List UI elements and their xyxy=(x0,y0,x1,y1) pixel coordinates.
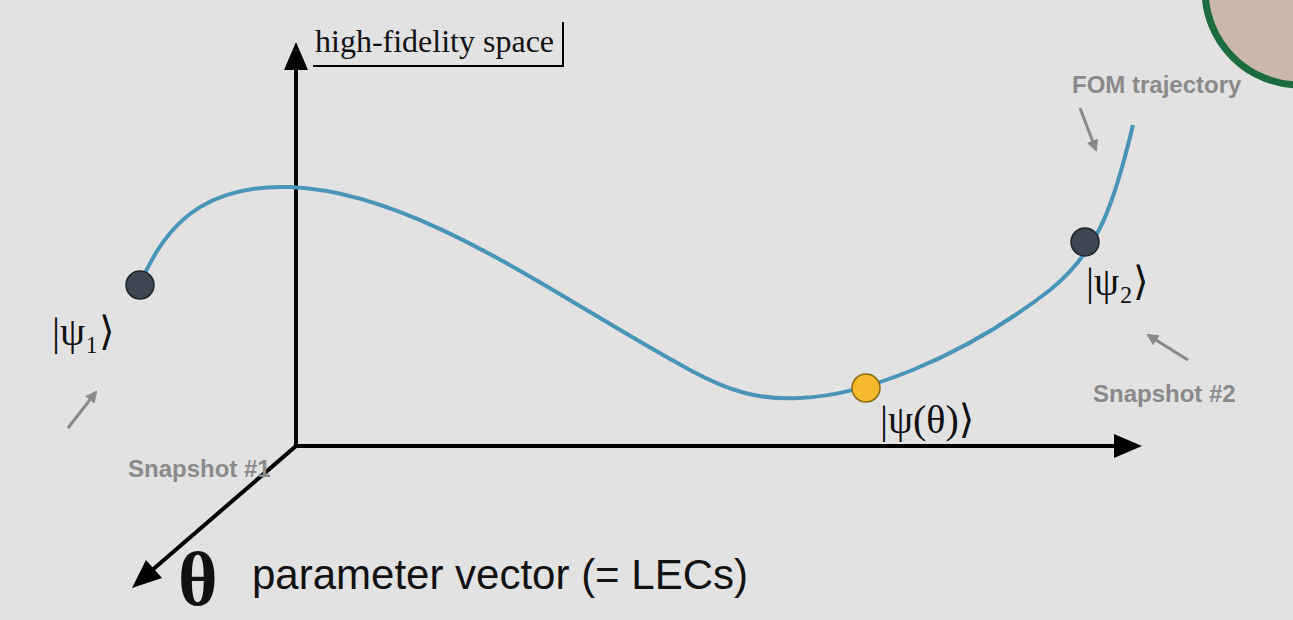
callout-label: Snapshot #2 xyxy=(1093,381,1236,407)
fom-trajectory-curve xyxy=(140,125,1133,398)
leader-lines xyxy=(68,108,1188,428)
target-dot xyxy=(852,374,880,402)
axis-title: high-fidelity space xyxy=(313,22,564,67)
callout-label: Snapshot #1 xyxy=(128,456,271,482)
state-label: |ψ₁⟩ xyxy=(52,310,115,354)
state-label: |ψ₂⟩ xyxy=(1086,260,1149,304)
parameter-symbol: θ xyxy=(178,538,218,620)
axis-label: parameter vector (= LECs) xyxy=(252,552,748,598)
snapshot-dot xyxy=(126,271,154,299)
axes xyxy=(132,42,1142,588)
state-label: |ψ(θ)⟩ xyxy=(880,398,974,442)
snapshot-dot xyxy=(1071,228,1099,256)
callout-label: FOM trajectory xyxy=(1072,72,1241,98)
